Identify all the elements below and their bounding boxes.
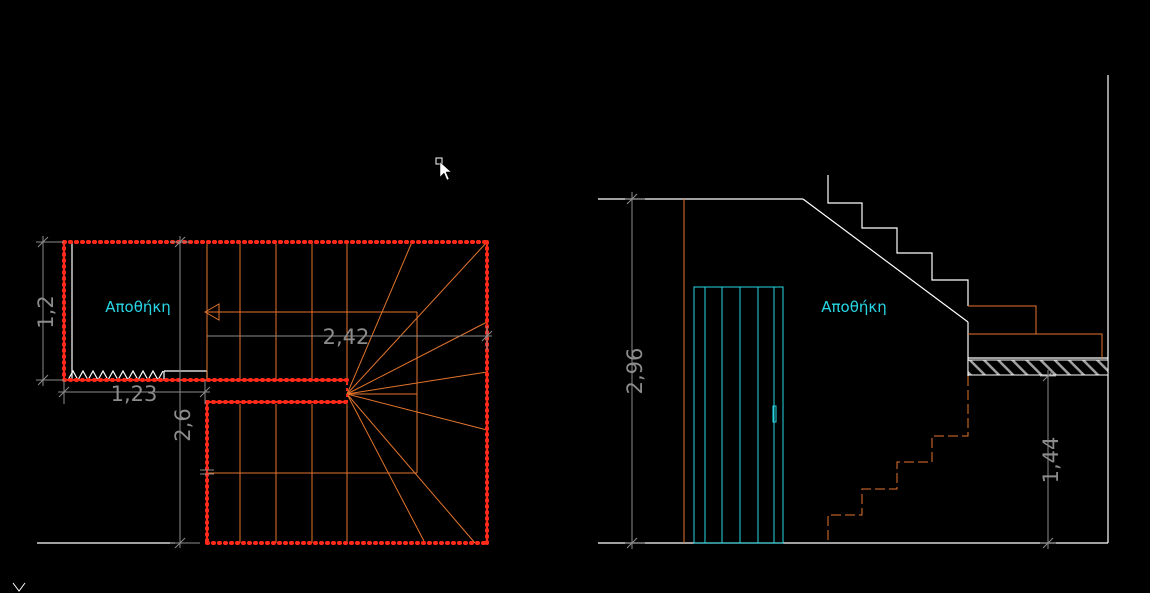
section-dimensions — [625, 192, 1056, 549]
dimension-text-2-42: 2,42 — [323, 325, 370, 349]
pick-box-icon — [435, 157, 443, 165]
dimension-text-2-6: 2,6 — [171, 408, 195, 441]
dimension-text-1-23: 1,23 — [111, 382, 158, 406]
dimension-text-1-2: 1,2 — [34, 295, 58, 328]
stair-upper-flight — [203, 242, 418, 473]
landing-step-upper — [968, 305, 1037, 334]
plan-dimensions — [36, 236, 493, 549]
ucs-axis-icon — [12, 582, 26, 592]
dimension-text-1-44: 1,44 — [1039, 437, 1063, 484]
room-label-section[interactable]: Αποθήκη — [821, 298, 887, 316]
selection-grips — [62, 240, 489, 545]
storage-door[interactable] — [693, 286, 784, 544]
dimension-text-2-96: 2,96 — [623, 348, 647, 395]
landing-slab-hatch — [967, 359, 1109, 376]
lower-stair-hidden — [827, 376, 969, 543]
arrow-cursor-icon — [439, 161, 452, 181]
room-label-plan[interactable]: Αποθήκη — [105, 298, 171, 316]
section-view: 2,96 1,44 Αποθήκη — [598, 75, 1109, 549]
upper-stair-steps — [827, 175, 969, 306]
stair-direction-arrow — [203, 303, 220, 321]
stair-winders — [346, 241, 488, 544]
door-handle — [772, 405, 777, 423]
stair-lower-flight — [207, 404, 417, 543]
landing-step-lower — [968, 333, 1103, 358]
plan-view: 1,2 1,23 2,42 2,6 Αποθήκη — [34, 236, 493, 549]
section-orange-lines — [683, 199, 1103, 543]
